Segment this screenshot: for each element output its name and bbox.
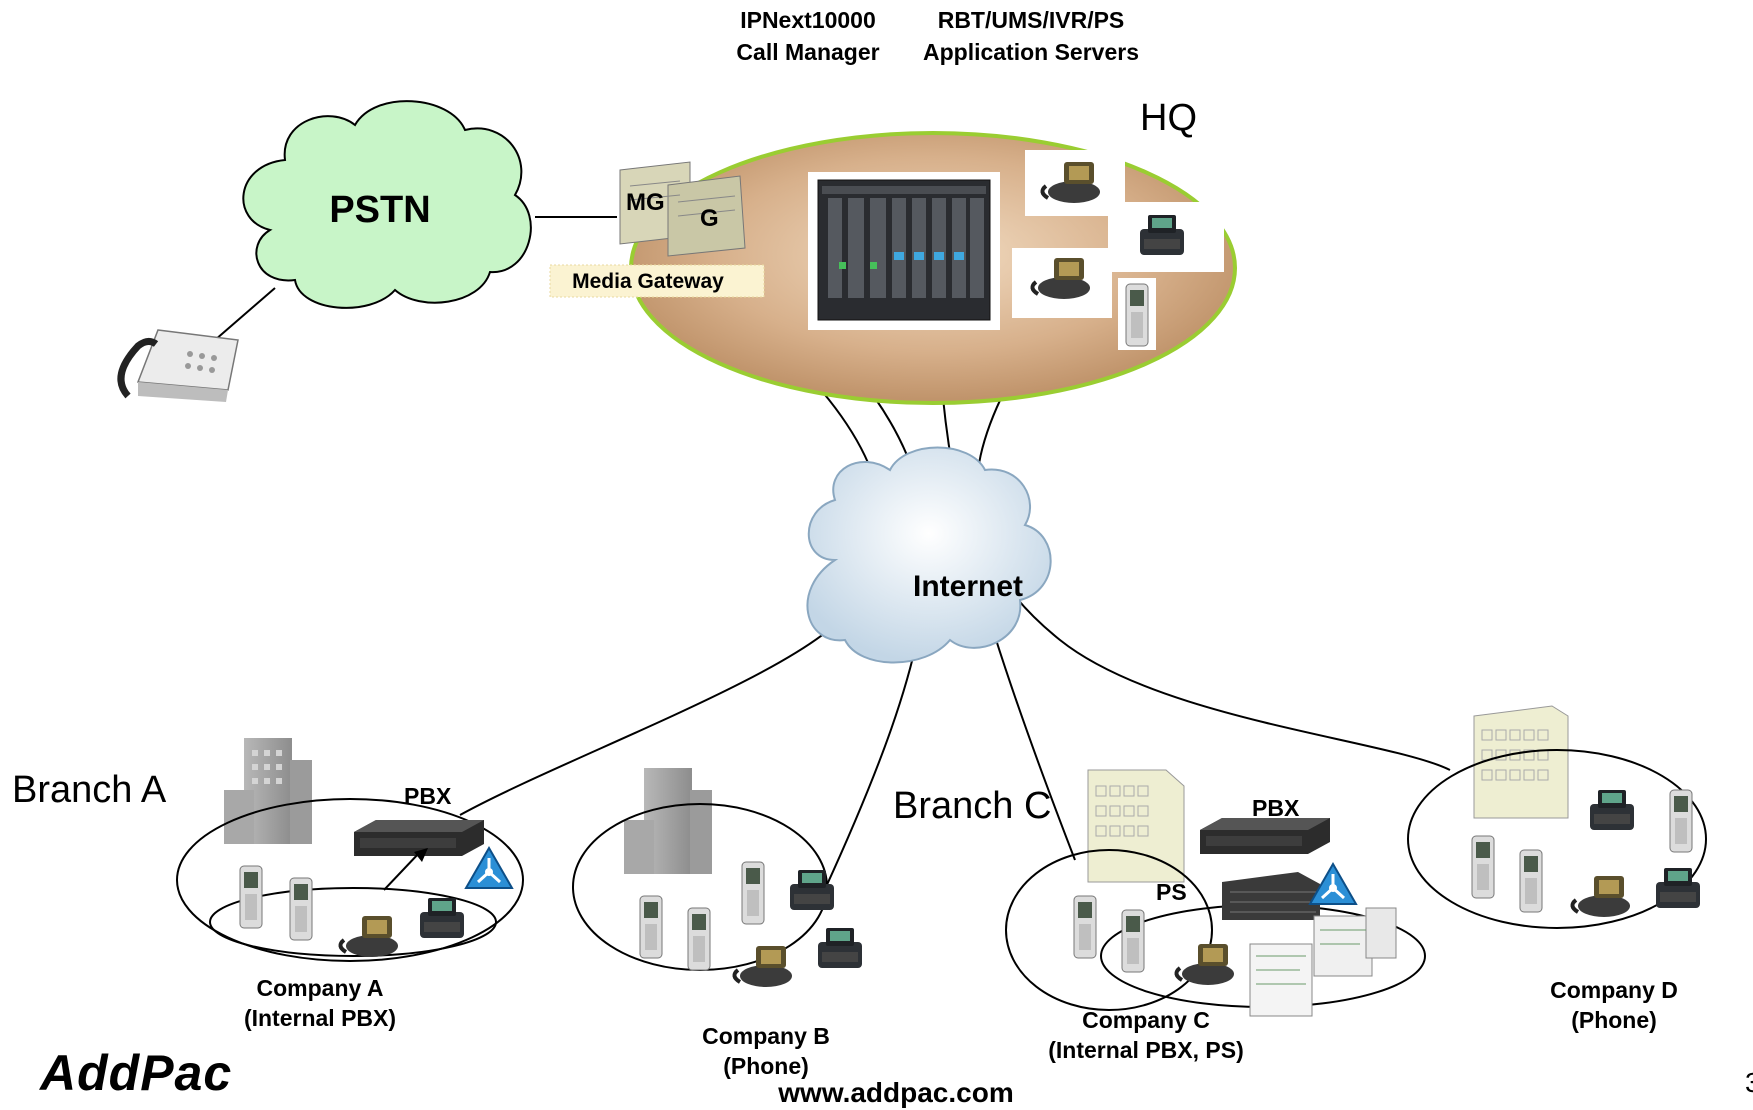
hq-label: HQ [1140, 97, 1197, 139]
branch-c-pbx-icon [1200, 818, 1330, 854]
company-b-desk-phone-1-icon [790, 870, 834, 910]
company-d-handset-1-icon [1669, 789, 1693, 853]
branch-c-building-icon [1087, 769, 1185, 883]
mg-label: MG [626, 189, 665, 216]
pstn-cloud: PSTN [242, 100, 532, 309]
hq-video-phone-2-icon [1012, 248, 1112, 318]
branch-a-desk-phone-icon [420, 898, 464, 938]
branch-a-pbx-arrow [383, 851, 421, 891]
g-label: G [700, 205, 719, 232]
branch-c-handset-2-icon [1121, 909, 1145, 973]
phone-pstn-link [214, 287, 276, 341]
media-gateway-icon: MG G [619, 161, 746, 257]
internet-cloud: Internet [806, 446, 1052, 664]
page-number: 3 [1745, 1067, 1753, 1098]
company-b-building-icon [624, 768, 712, 874]
media-gateway-label-box [549, 264, 765, 298]
company-d-ellipse [1407, 749, 1707, 929]
company-d-handset-3-icon [1519, 849, 1543, 913]
footer-url[interactable]: www.addpac.com [777, 1077, 1013, 1108]
branch-a-handset-2-icon [289, 877, 313, 941]
branch-c-label: Branch C [893, 785, 1051, 827]
company-b-handset-1-icon [741, 861, 765, 925]
company-b-desk-phone-2-icon [818, 928, 862, 968]
branch-a-handset-1-icon [239, 865, 263, 929]
company-b-handset-2-icon [639, 895, 663, 959]
branch-a-label: Branch A [12, 769, 167, 811]
branch-a-pbx-label: PBX [404, 783, 452, 809]
branch-a-building-icon [224, 738, 312, 844]
hq-handset-icon [1118, 278, 1156, 350]
branch-c-pc-screens-icon [1249, 907, 1397, 1017]
company-b-line2: (Phone) [723, 1053, 809, 1079]
addpac-logo: AddPac [38, 1045, 232, 1101]
analog-phone-icon [117, 329, 239, 402]
company-d-handset-2-icon [1471, 835, 1495, 899]
branch-a-router-icon [464, 846, 514, 890]
call-manager-chassis-icon [808, 172, 1000, 330]
media-gateway-label: Media Gateway [572, 270, 724, 293]
hq-desk-phone-icon [1108, 202, 1224, 272]
company-d-line2: (Phone) [1571, 1007, 1657, 1033]
company-d-line1: Company D [1550, 977, 1678, 1003]
branch-c-pbx-label: PBX [1252, 795, 1300, 821]
branch-c-handset-1-icon [1073, 895, 1097, 959]
branch-c-ps-label: PS [1156, 879, 1187, 905]
branch-a-video-phone-icon [338, 914, 400, 959]
app-servers-line2: Application Servers [923, 39, 1139, 65]
company-c-line2: (Internal PBX, PS) [1048, 1037, 1244, 1063]
app-servers-line1: RBT/UMS/IVR/PS [938, 7, 1125, 33]
call-manager-line1: IPNext10000 [740, 7, 876, 33]
company-d-video-phone-icon [1570, 874, 1632, 919]
pstn-label: PSTN [329, 189, 430, 231]
company-d-building-icon [1473, 705, 1569, 819]
company-a-line1: Company A [257, 975, 384, 1001]
company-a-inner-ellipse [209, 887, 497, 957]
branch-c-ps-server-icon [1222, 872, 1320, 920]
company-a-line2: (Internal PBX) [244, 1005, 396, 1031]
branch-c-video-phone-icon [1174, 942, 1236, 987]
internet-label: Internet [913, 570, 1023, 603]
company-b-line1: Company B [702, 1023, 830, 1049]
company-b-video-phone-icon [732, 944, 794, 989]
company-c-line1: Company C [1082, 1007, 1210, 1033]
company-b-handset-3-icon [687, 907, 711, 971]
company-a-ellipse [176, 798, 524, 962]
call-manager-line2: Call Manager [736, 39, 879, 65]
company-c-ellipse [1005, 849, 1213, 1011]
company-d-desk-phone-1-icon [1590, 790, 1634, 830]
